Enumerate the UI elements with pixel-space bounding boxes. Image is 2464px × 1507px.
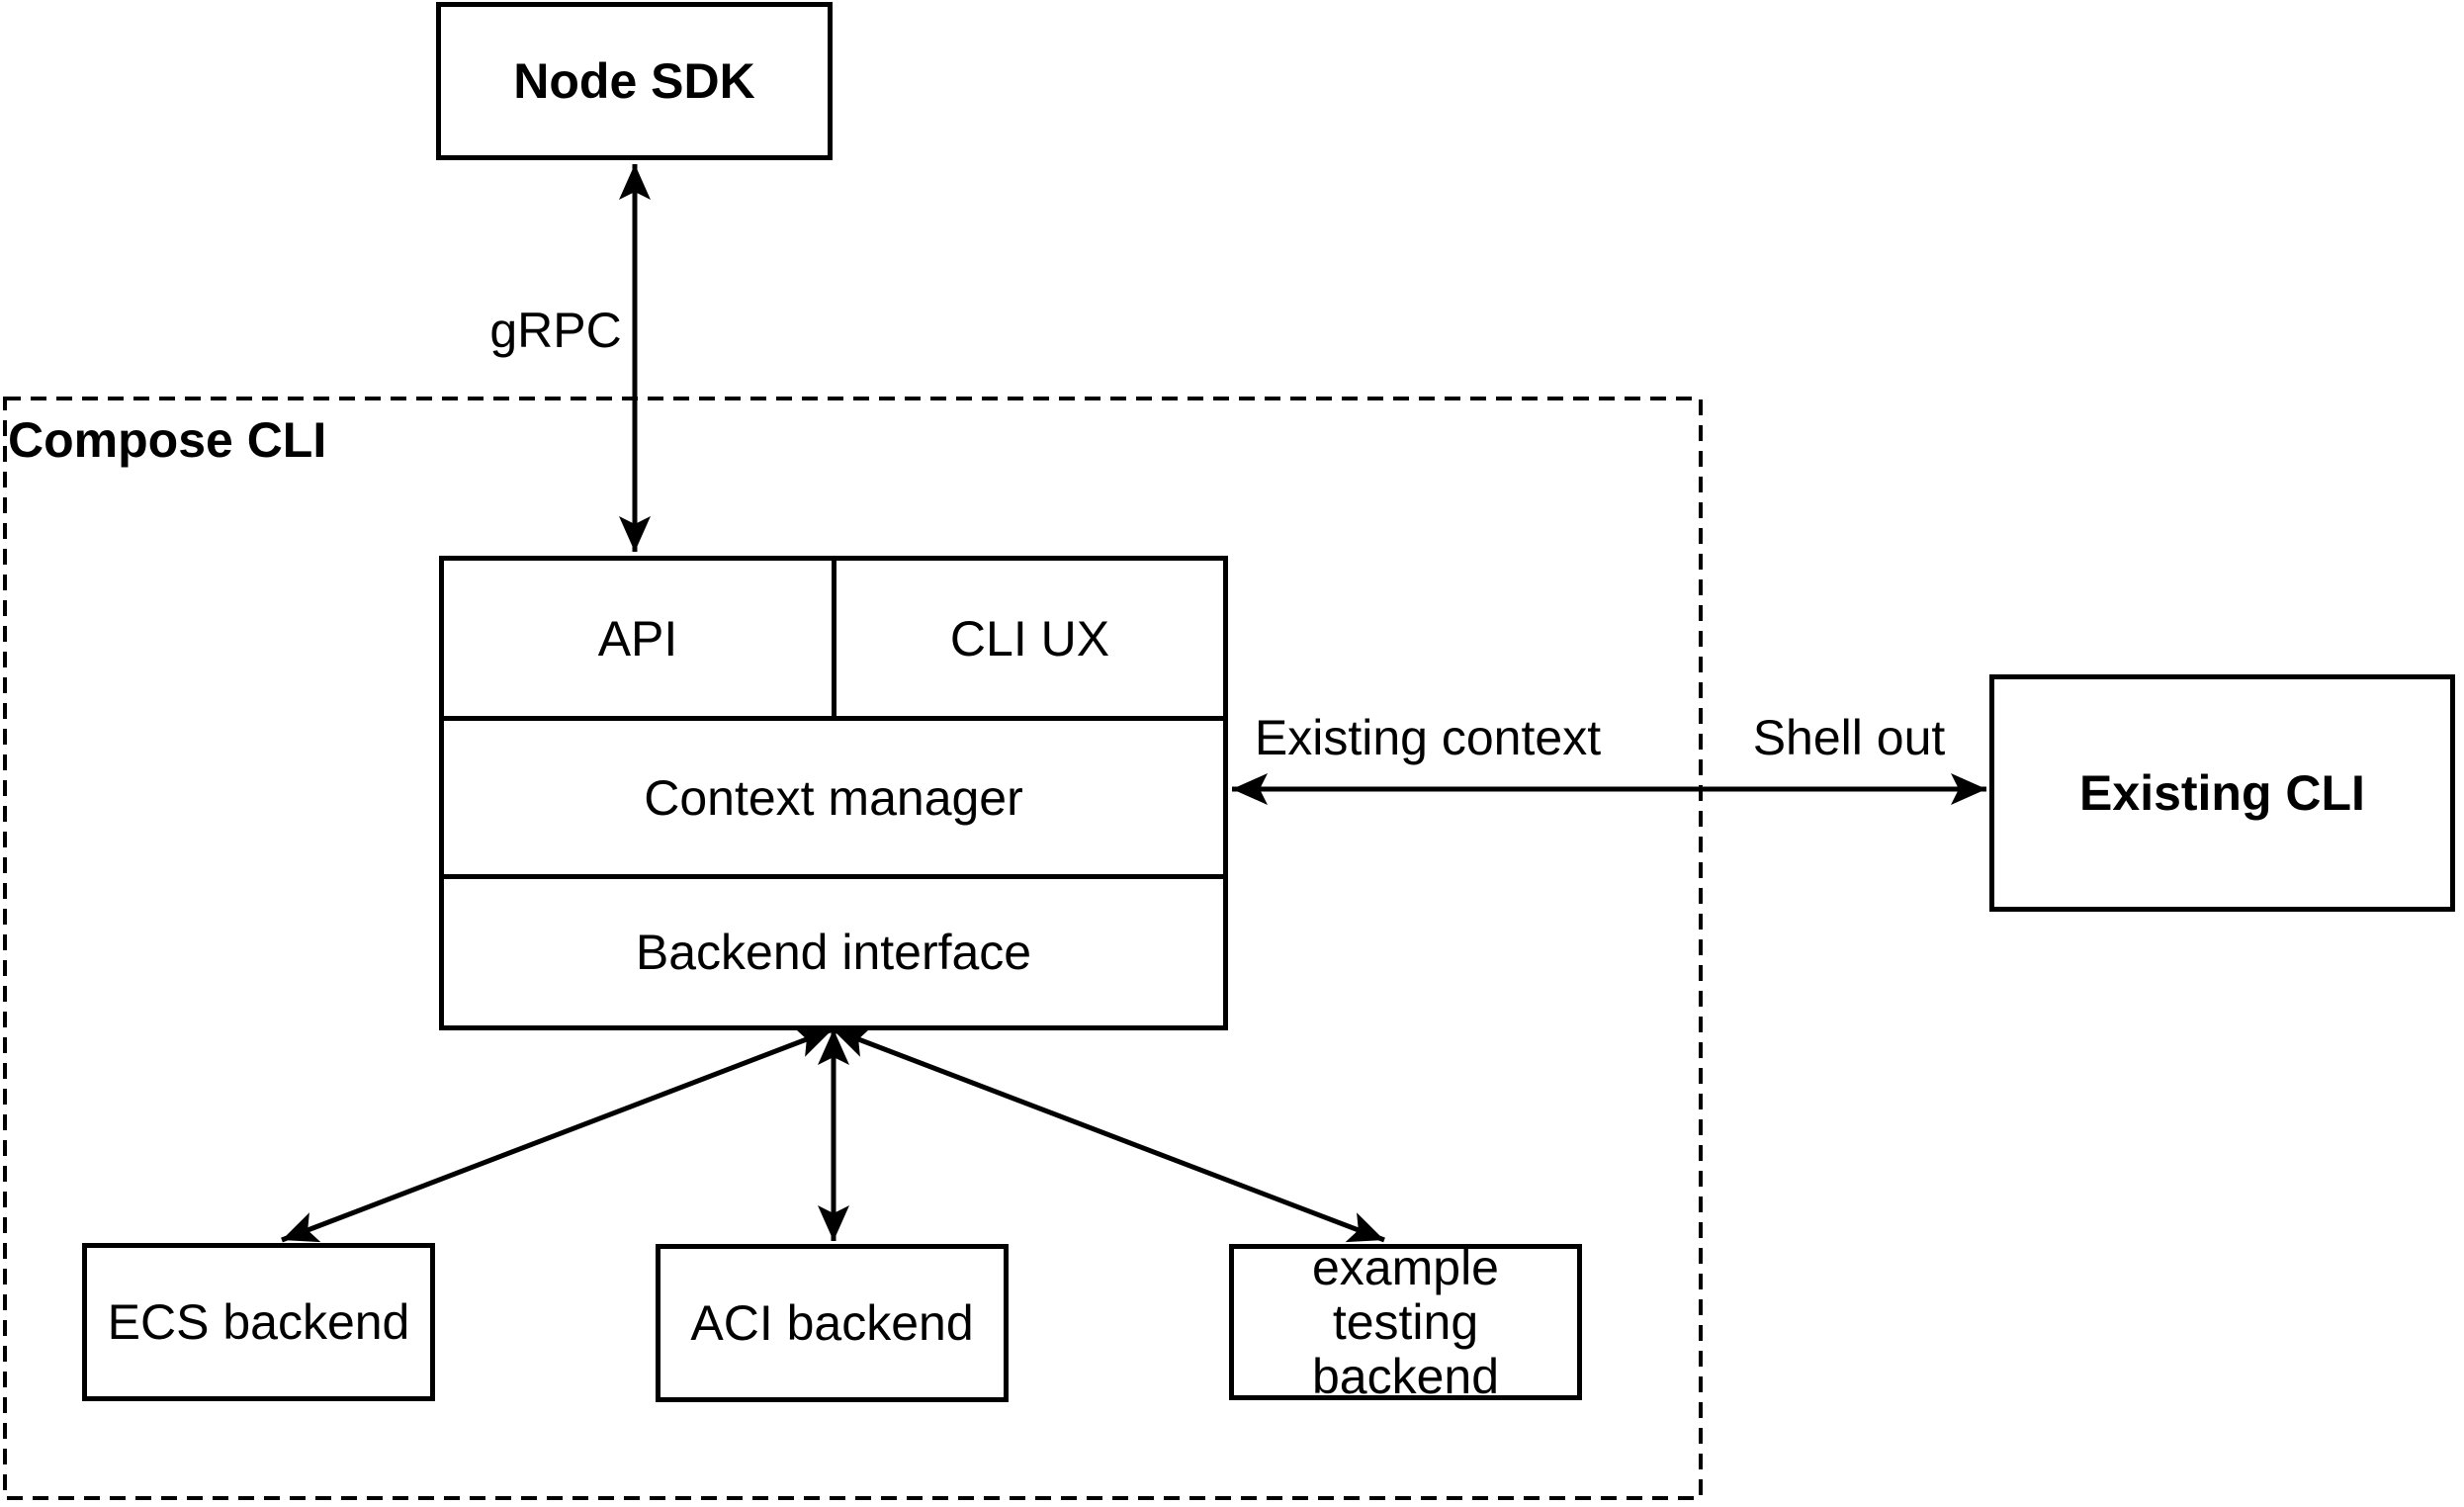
existing-cli-box: Existing CLI [1989,674,2455,912]
edge-ecs-backend [281,1026,834,1243]
api-label: API [597,610,678,666]
backend-interface-label: Backend interface [635,925,1032,980]
edge-example-backend [832,1026,1385,1243]
ecs-backend-box: ECS backend [82,1243,435,1401]
compose-cli-label: Compose CLI [8,412,327,468]
node-sdk-box: Node SDK [436,2,833,160]
ecs-backend-label: ECS backend [107,1293,410,1350]
backend-interface-box: Backend interface [444,874,1223,1025]
cli-ux-label: CLI UX [949,610,1110,666]
cli-ux-box: CLI UX [836,561,1223,716]
aci-backend-label: ACI backend [690,1294,974,1351]
compose-cli-core-box: API CLI UX Context manager Backend inter… [439,556,1228,1030]
api-box: API [444,561,836,716]
compose-cli-boundary [3,397,1703,1500]
shell-out-edge-label: Shell out [1748,709,1950,766]
api-cliux-row: API CLI UX [444,561,1223,716]
node-sdk-label: Node SDK [513,52,755,109]
aci-backend-box: ACI backend [656,1244,1009,1402]
grpc-edge-label: gRPC [485,302,626,359]
existing-cli-label: Existing CLI [2079,764,2365,821]
context-manager-box: Context manager [444,716,1223,874]
example-testing-backend-label: example testing backend [1311,1239,1500,1404]
existing-context-edge-label: Existing context [1250,709,1606,766]
context-manager-label: Context manager [644,769,1023,826]
example-testing-backend-box: example testing backend [1229,1240,1582,1403]
